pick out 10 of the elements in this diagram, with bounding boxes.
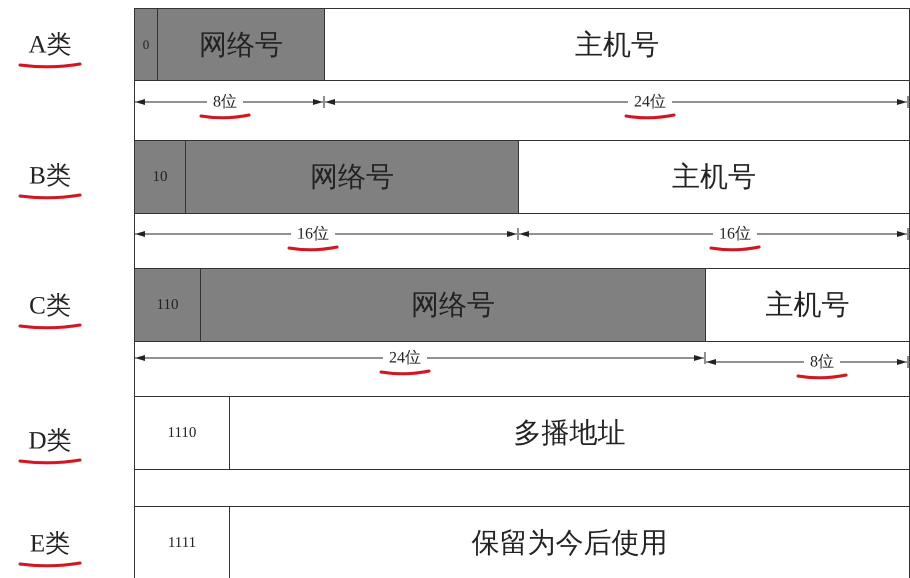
prefix-bits-field: 110 [134,268,201,342]
network-id-field: 网络号 [157,8,325,81]
prefix-bits-field: 1110 [134,396,230,470]
host-id-field: 多播地址 [229,396,910,470]
host-id-field: 主机号 [518,140,910,214]
network-id-field: 网络号 [185,140,519,214]
prefix-bits-field: 10 [134,140,186,214]
host-id-field: 主机号 [705,268,910,342]
network-id-field: 网络号 [200,268,706,342]
prefix-bits-field: 0 [134,8,158,81]
